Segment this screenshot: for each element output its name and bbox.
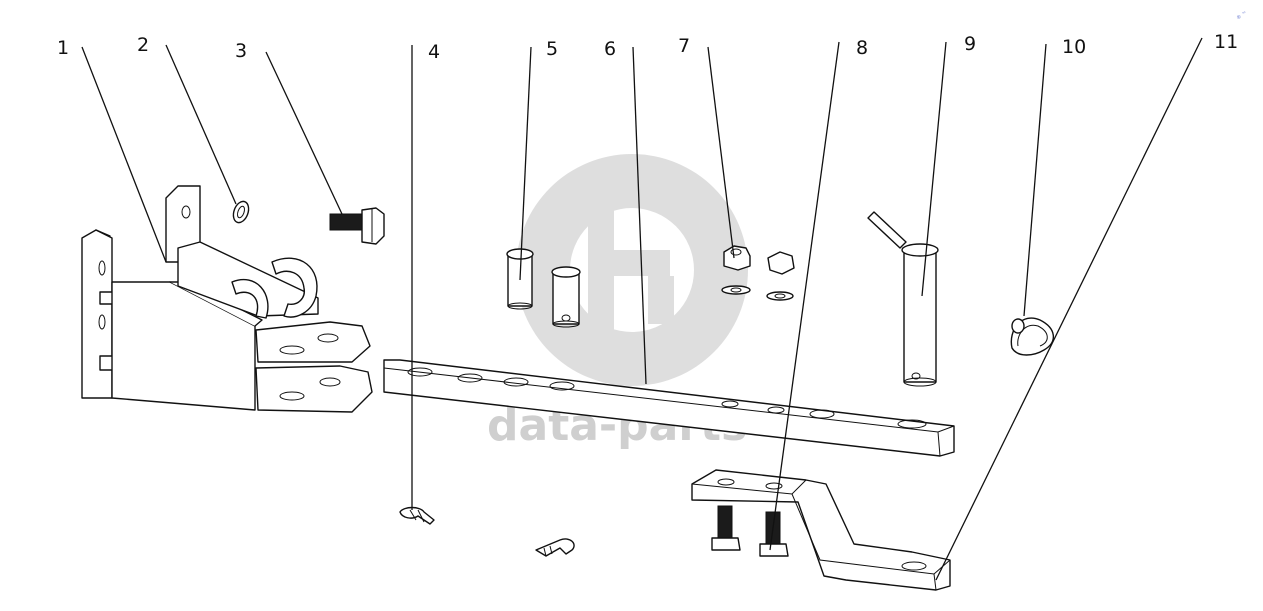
part-1-hitch-bracket (81, 185, 373, 413)
corner-mark: ® ™ (1235, 10, 1249, 22)
callout-6: 6 (604, 38, 616, 60)
callout-1: 1 (57, 37, 69, 59)
part-4-linch-pin (399, 506, 575, 557)
callout-7: 7 (678, 35, 690, 57)
callout-3: 3 (235, 40, 247, 62)
part-9-pin (867, 211, 939, 387)
part-10-clip-ring (1010, 317, 1054, 356)
leader-lines (81, 37, 1203, 581)
callout-10: 10 (1062, 36, 1086, 58)
part-8-swing-drawbar (691, 469, 951, 591)
callout-9: 9 (964, 33, 976, 55)
part-2-washer (232, 200, 250, 224)
part-6-drawbar (383, 359, 955, 457)
callout-numbers: 1 2 3 4 5 6 7 8 9 10 11 (57, 31, 1238, 63)
watermark-logo (516, 154, 748, 386)
callout-8: 8 (856, 37, 868, 59)
callout-4: 4 (428, 41, 440, 63)
callout-2: 2 (137, 34, 149, 56)
part-7-nuts (721, 245, 795, 301)
callout-11: 11 (1214, 31, 1238, 53)
part-3-bolt (329, 207, 385, 245)
callout-5: 5 (546, 38, 558, 60)
part-5-bushings (506, 248, 581, 328)
